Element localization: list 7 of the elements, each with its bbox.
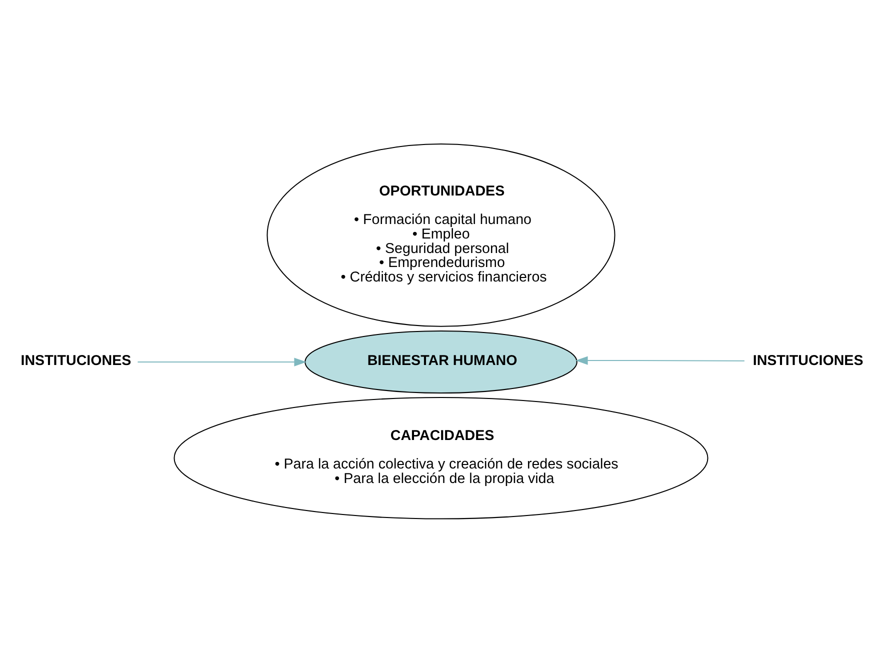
arrow xyxy=(576,356,744,365)
node-text: INSTITUCIONES xyxy=(752,352,864,369)
arrow xyxy=(138,358,306,366)
node-text: INSTITUCIONES xyxy=(20,352,132,369)
node-ellipse: BIENESTAR HUMANO xyxy=(304,330,578,394)
node-ellipse: CAPACIDADES • Para la acción colectiva y creación de redes sociales • Para la elección de la propia vida xyxy=(174,397,708,520)
node-ellipse: OPORTUNIDADES • Formación capital humano • Empleo • Seguridad personal • Emprendedurismo • Créditos y servicios financieros xyxy=(266,143,616,327)
